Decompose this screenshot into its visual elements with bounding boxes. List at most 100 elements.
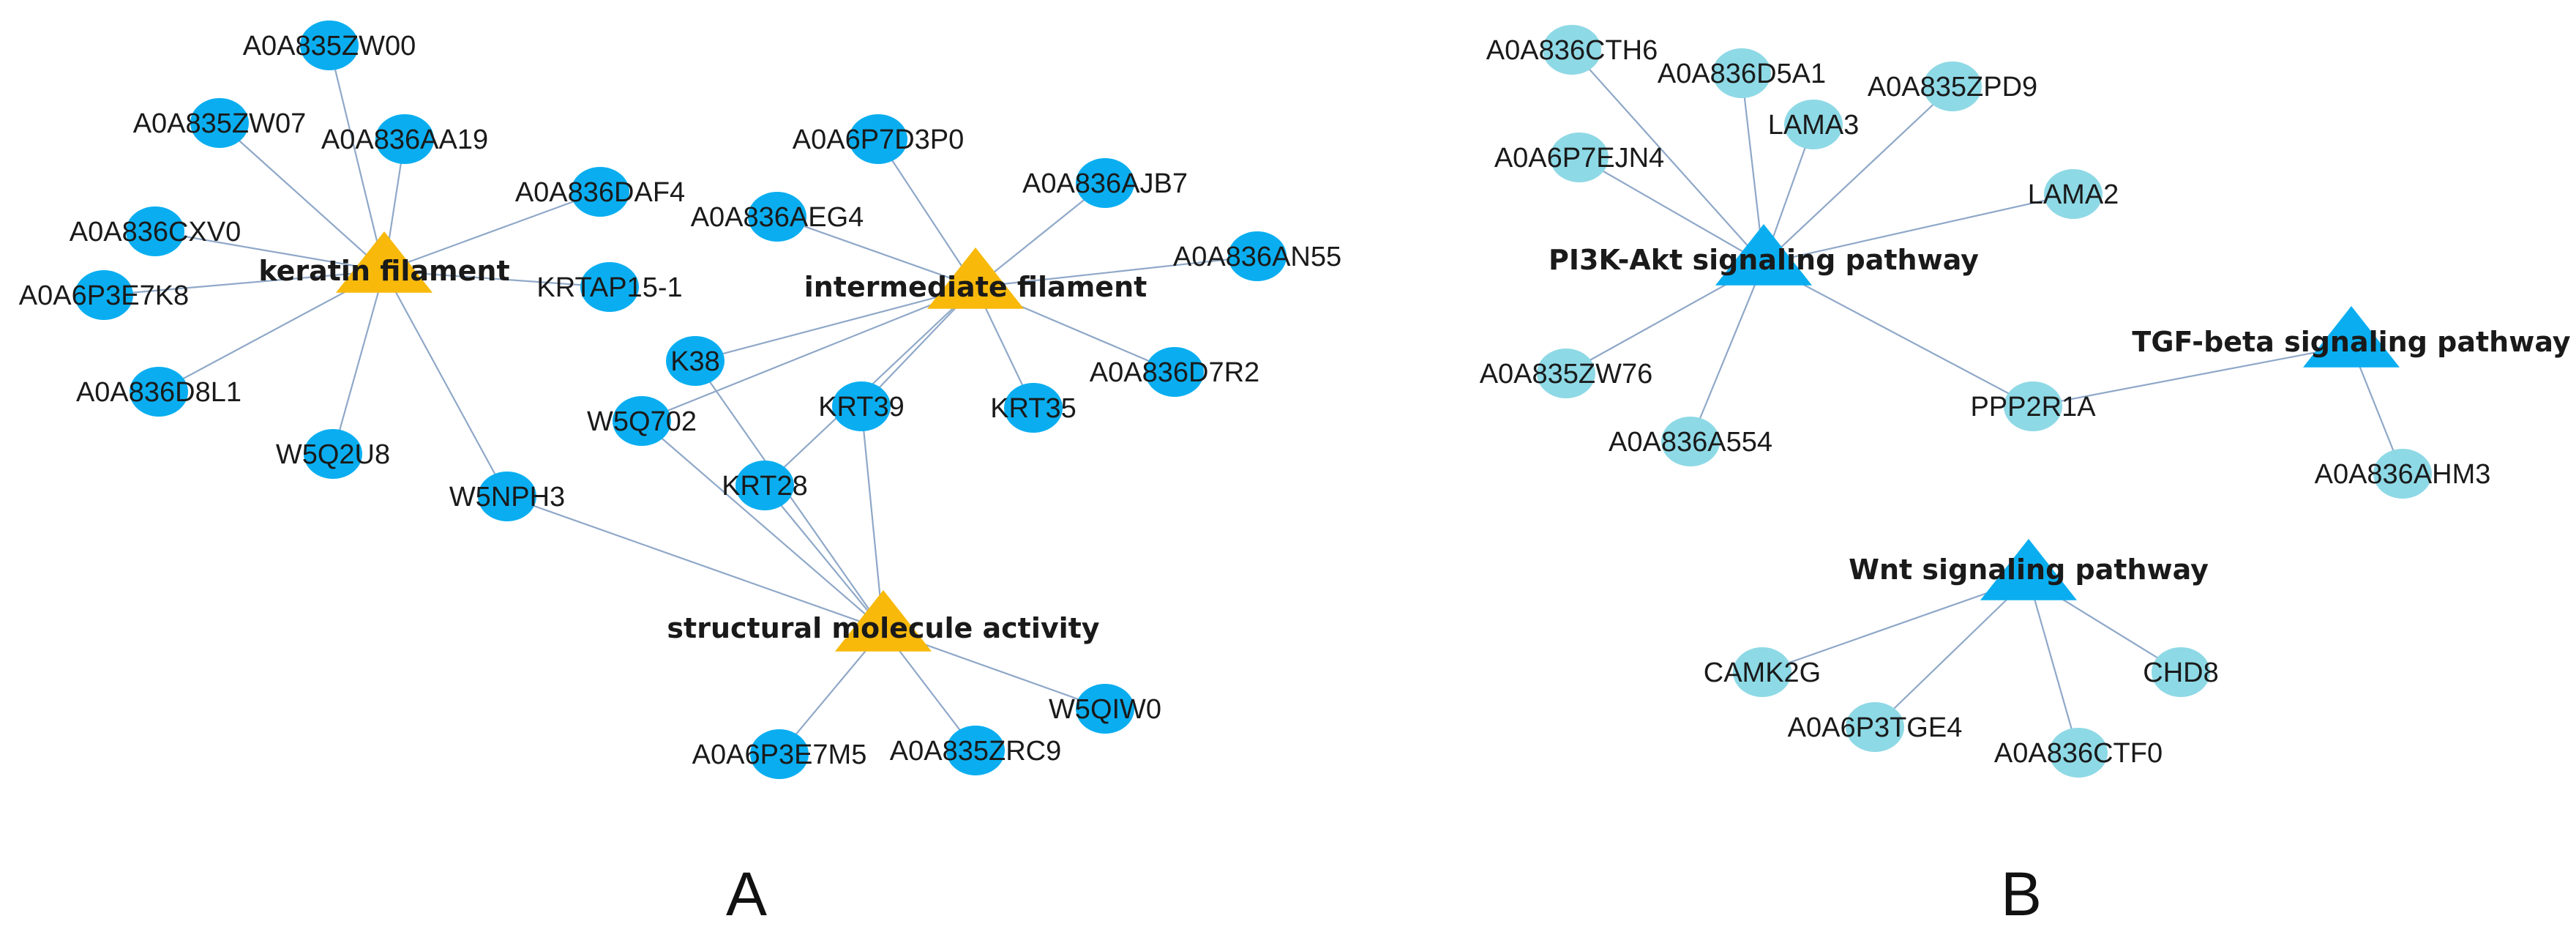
node-a0a836aeg4	[748, 192, 806, 242]
node-a0a835zrc9	[946, 726, 1005, 775]
node-ellipse	[130, 367, 188, 417]
node-a0a836cxv0	[126, 206, 184, 256]
edge-intermediate-w5q702	[641, 286, 976, 422]
edge-structural-w5nph3	[506, 495, 884, 631]
node-label: KRT39	[818, 392, 905, 422]
node-label: KRT35	[990, 393, 1077, 424]
edge-keratin-a0a836daf4	[383, 190, 601, 272]
node-label: A0A836D7R2	[1090, 357, 1259, 388]
node-ellipse	[1145, 347, 1204, 397]
node-krtap15-1	[580, 262, 639, 312]
node-label: A0A836AA19	[321, 124, 488, 155]
node-label: LAMA2	[2028, 179, 2119, 210]
node-ellipse	[2373, 449, 2432, 499]
node-ellipse	[946, 726, 1005, 775]
node-lama2	[2044, 169, 2103, 219]
node-a0a836cth6	[1543, 25, 1601, 75]
node-ellipse	[735, 461, 794, 510]
hub-triangle-keratin	[336, 231, 433, 293]
node-label: W5Q702	[587, 406, 697, 437]
node-camk2g	[1733, 647, 1791, 697]
node-ellipse	[190, 98, 249, 148]
edge-pi3k-lama2	[1763, 193, 2074, 265]
node-ellipse	[2152, 647, 2210, 697]
node-ellipse	[304, 429, 362, 479]
node-ellipse	[1733, 647, 1791, 697]
node-a0a836aa19	[375, 114, 434, 164]
node-w5nph3	[478, 472, 536, 521]
edge-pi3k-a0a836a554	[1689, 263, 1765, 442]
edge-intermediate-a0a836an55	[975, 255, 1258, 288]
hub-label-intermediate: intermediate filament	[804, 271, 1147, 303]
node-ellipse	[2044, 169, 2103, 219]
edge-wnt-a0a836ctf0	[2027, 578, 2080, 753]
node-label: A0A6P3TGE4	[1788, 712, 1963, 743]
node-ellipse	[1661, 417, 1720, 466]
label-layer: A0A835ZW00A0A835ZW07A0A836AA19A0A836DAF4…	[19, 31, 2571, 770]
node-ellipse	[571, 167, 629, 217]
panel-label-a: A	[726, 860, 767, 928]
node-a0a835zw07	[190, 98, 249, 148]
node-w5q702	[613, 396, 671, 446]
node-ellipse	[1923, 62, 1982, 111]
node-a0a836d8l1	[130, 367, 188, 417]
node-label: W5Q2U8	[276, 439, 390, 470]
edge-keratin-a0a835zw07	[219, 122, 385, 272]
node-w5qiw0	[1076, 684, 1134, 734]
node-a0a836ahm3	[2373, 449, 2432, 499]
node-ellipse	[300, 21, 359, 70]
hub-label-keratin: keratin filament	[258, 255, 509, 287]
node-ppp2r1a	[2004, 381, 2062, 431]
node-ellipse	[2004, 381, 2062, 431]
node-krt28	[735, 461, 794, 510]
node-a0a6p3e7m5	[750, 729, 809, 779]
node-label: A0A835ZRC9	[890, 736, 1061, 767]
hub-triangle-intermediate	[927, 247, 1024, 309]
node-ellipse	[750, 729, 809, 779]
edge-keratin-a0a836cxv0	[154, 230, 385, 272]
node-ellipse	[832, 381, 891, 431]
node-a0a835zw76	[1537, 349, 1595, 398]
hub-label-tgf: TGF-beta signaling pathway	[2132, 326, 2570, 358]
edge-pi3k-a0a836cth6	[1571, 49, 1764, 264]
node-ellipse	[375, 114, 434, 164]
node-label: LAMA3	[1768, 110, 1860, 141]
hub-label-structural: structural molecule activity	[667, 612, 1099, 644]
edge-structural-krt28	[764, 485, 884, 630]
node-a0a836an55	[1228, 231, 1287, 281]
node-label: CAMK2G	[1704, 658, 1821, 688]
node-a0a835zpd9	[1923, 62, 1982, 111]
edge-keratin-w5q2u8	[332, 270, 386, 455]
edge-wnt-a0a6p3tge4	[1874, 578, 2029, 728]
node-label: A0A836AJB7	[1022, 168, 1188, 199]
node-ellipse	[1537, 349, 1595, 398]
hub-triangle-pi3k	[1715, 224, 1812, 286]
edge-intermediate-k38	[694, 286, 976, 362]
edge-pi3k-a0a6p7ejn4	[1579, 157, 1764, 264]
edge-pi3k-ppp2r1a	[1763, 263, 2034, 407]
edge-intermediate-a0a836aeg4	[776, 215, 976, 288]
node-a0a6p7ejn4	[1550, 133, 1609, 182]
node-ellipse	[126, 206, 184, 256]
node-label: A0A836AEG4	[691, 202, 864, 233]
node-label: A0A836DAF4	[515, 177, 685, 208]
node-a0a835zw00	[300, 21, 359, 70]
node-ellipse	[1076, 158, 1134, 208]
node-a0a836ajb7	[1076, 158, 1134, 208]
node-ellipse	[666, 336, 724, 386]
edge-tgf-ppp2r1a	[2032, 344, 2352, 408]
node-ellipse	[1550, 133, 1609, 182]
edge-wnt-camk2g	[1761, 577, 2029, 674]
hub-triangle-tgf	[2303, 306, 2400, 368]
node-ellipse	[1846, 702, 1904, 752]
node-ellipse	[1228, 231, 1287, 281]
hub-triangle-structural	[835, 590, 932, 652]
node-ellipse	[75, 270, 133, 320]
panel-label-b: B	[2001, 860, 2042, 928]
node-ellipse	[613, 396, 671, 446]
node-label: A0A836D8L1	[76, 377, 242, 408]
node-label: CHD8	[2143, 658, 2218, 688]
node-label: A0A836CTF0	[1994, 738, 2163, 769]
node-krt35	[1004, 383, 1063, 433]
